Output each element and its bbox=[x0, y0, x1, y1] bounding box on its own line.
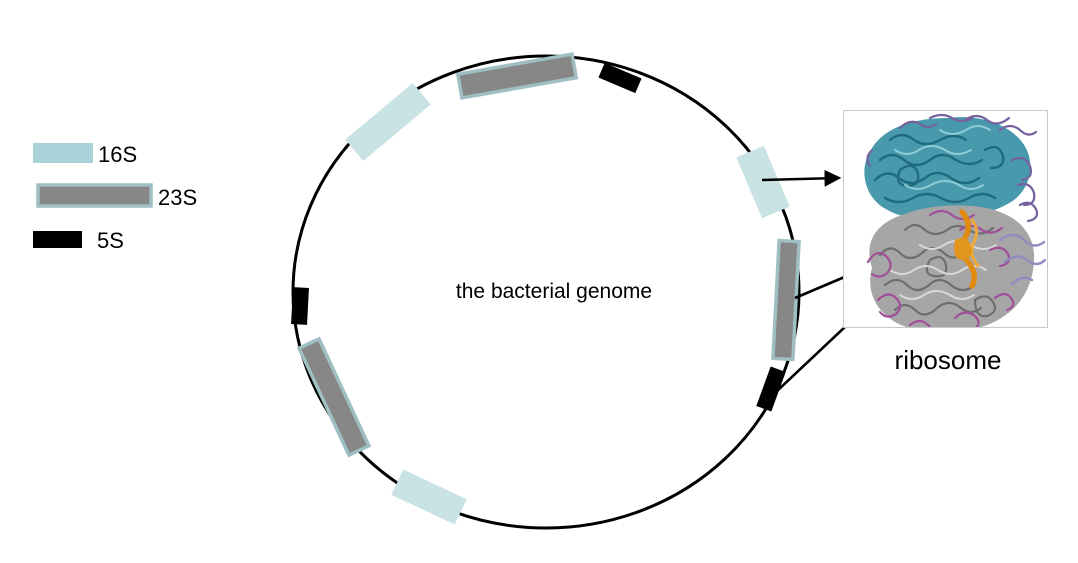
legend-swatch-23s bbox=[36, 183, 153, 208]
ribosome-structure bbox=[864, 113, 1046, 327]
gene-23s-right bbox=[771, 238, 801, 362]
ribosome-label: ribosome bbox=[895, 345, 1002, 375]
legend-label-23s: 23S bbox=[158, 185, 197, 210]
gene-5s-left bbox=[291, 287, 309, 325]
small-subunit-ribbons-dark bbox=[873, 133, 1005, 204]
legend-label-16s: 16S bbox=[98, 142, 137, 167]
gene-5s-lower-right bbox=[756, 366, 786, 412]
gene-5s-top-right bbox=[598, 62, 642, 94]
gene-16s-bottom-left bbox=[391, 469, 467, 525]
ribosome-magenta-proteins bbox=[866, 209, 1015, 327]
legend: 16S 23S 5S bbox=[33, 142, 197, 253]
ribosome-large-subunit bbox=[869, 205, 1035, 327]
small-subunit-ribbons-light bbox=[894, 125, 991, 190]
gene-23s-top bbox=[455, 52, 579, 100]
large-subunit-ribbons-dark bbox=[878, 223, 997, 318]
gene-23s-lower-left bbox=[296, 336, 372, 458]
ribosome-small-subunit bbox=[864, 117, 1031, 220]
ribosome-orange-rna bbox=[954, 209, 980, 289]
gene-16s-upper-right bbox=[736, 145, 790, 219]
gene-16s-upper-left bbox=[345, 82, 431, 162]
legend-swatch-16s bbox=[33, 143, 93, 163]
arrow-16s-to-ribosome bbox=[761, 169, 842, 187]
genome-map: the bacterial genome bbox=[291, 52, 801, 530]
genome-title: the bacterial genome bbox=[456, 280, 652, 303]
ribosome-lavender-proteins bbox=[998, 233, 1046, 286]
legend-swatch-5s bbox=[33, 231, 82, 248]
ribosome-purple-proteins bbox=[866, 113, 1039, 223]
legend-label-5s: 5S bbox=[97, 228, 124, 253]
ribosome-panel: ribosome bbox=[843, 110, 1048, 375]
